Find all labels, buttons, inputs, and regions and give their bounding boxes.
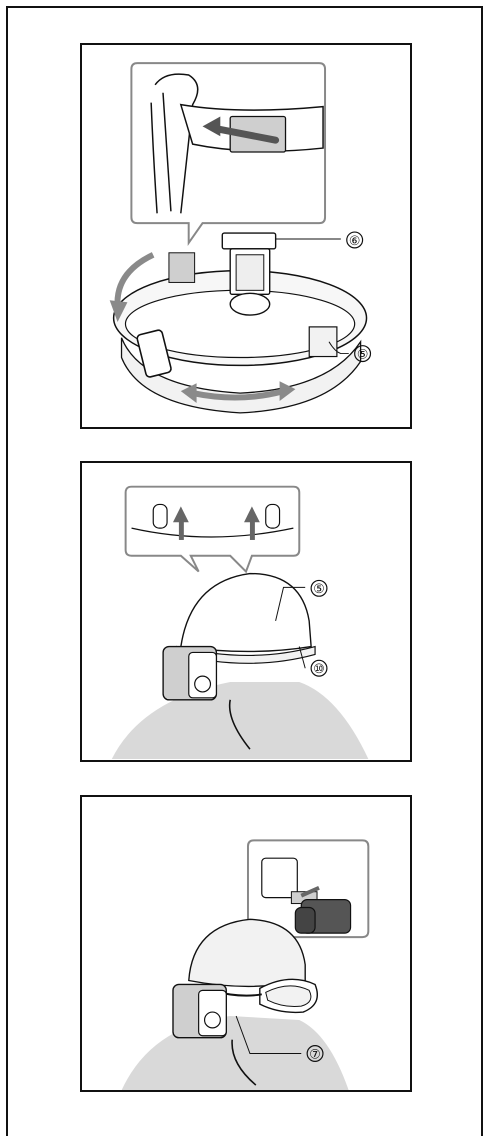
- figure-helmet-attachment: ⑤ ⑩: [80, 461, 412, 762]
- mount-clip: [222, 233, 275, 315]
- headband-illustration: ⑥ ⑤: [82, 45, 410, 427]
- callout-10: ⑩: [313, 662, 324, 677]
- inset-strap-velcro: [131, 63, 325, 243]
- inset-strap-clips: [126, 487, 300, 572]
- camera-housing: [173, 984, 226, 1037]
- callout-5: ⑤: [313, 582, 324, 597]
- callout-6: ⑥: [349, 234, 361, 249]
- callout-5: ⑤: [357, 348, 369, 363]
- goggle-clip-part: [295, 900, 350, 934]
- helmet-illustration: ⑤ ⑩: [82, 463, 410, 760]
- helmet: [181, 574, 311, 652]
- figure-headband-attachment: ⑥ ⑤: [80, 43, 412, 429]
- callout-7: ⑦: [309, 1047, 321, 1062]
- goggle-illustration: ⑦: [82, 797, 410, 1090]
- figure-goggle-attachment: ⑦: [80, 795, 412, 1092]
- camera-housing: [163, 647, 216, 700]
